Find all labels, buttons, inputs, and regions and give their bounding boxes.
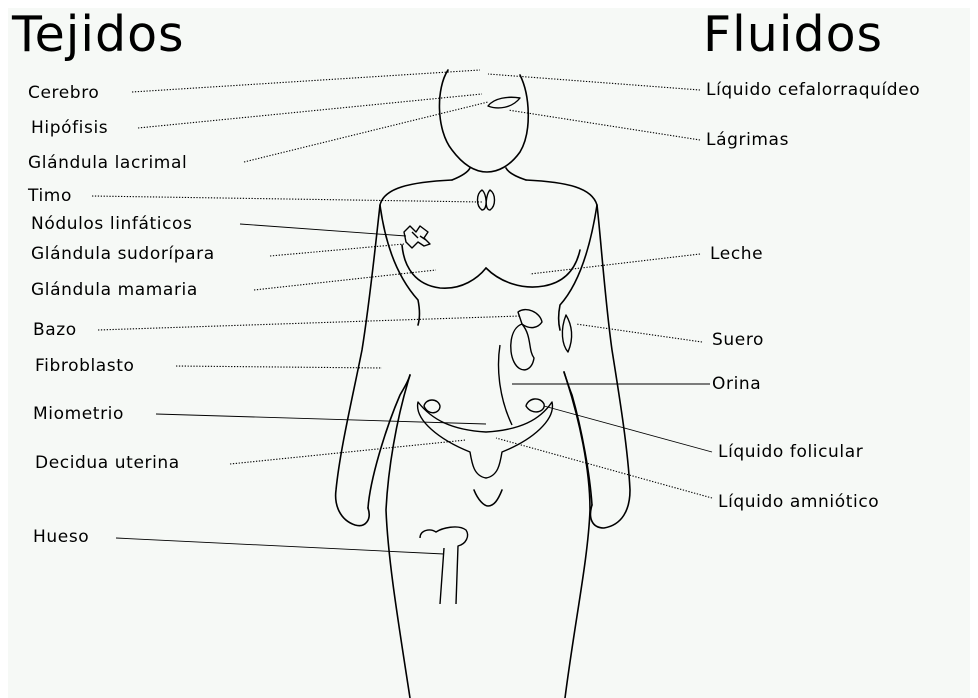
- vessel-shape: [562, 315, 571, 352]
- leader-cerebro: [132, 70, 480, 92]
- bone-shape: [420, 527, 468, 604]
- leader-liquido-folicular: [544, 406, 712, 452]
- fluid-label-liquido-cefalorraquideo: Líquido cefalorraquídeo: [706, 80, 920, 100]
- fluid-label-liquido-amniotico: Líquido amniótico: [718, 492, 879, 512]
- leader-bazo: [98, 316, 520, 330]
- tissue-label-fibroblasto: Fibroblasto: [35, 356, 135, 376]
- leader-hueso: [116, 538, 444, 554]
- fluid-label-lagrimas: Lágrimas: [706, 130, 789, 150]
- tissues-heading: Tejidos: [12, 10, 185, 59]
- spleen-shape: [518, 310, 542, 328]
- breast-line-left: [402, 245, 486, 288]
- lymph-nodes-shape: [404, 226, 430, 248]
- left-torso: [380, 205, 420, 325]
- fluid-label-liquido-folicular: Líquido folicular: [718, 442, 863, 462]
- eye-shape: [488, 97, 520, 108]
- tissue-label-glandula-lacrimal: Glándula lacrimal: [28, 153, 187, 173]
- tissue-label-bazo: Bazo: [33, 320, 77, 340]
- fluids-heading: Fluidos: [703, 10, 883, 59]
- fluid-label-suero: Suero: [712, 330, 764, 350]
- leader-liquido-cefalorraquideo: [488, 74, 700, 90]
- uterus-shape: [418, 402, 553, 478]
- ovary-right: [526, 399, 544, 412]
- ovary-left: [424, 400, 440, 413]
- tissue-label-cerebro: Cerebro: [28, 83, 99, 103]
- tissue-label-decidua-uterina: Decidua uterina: [35, 453, 180, 473]
- leader-decidua: [230, 440, 466, 464]
- tissue-label-nodulos-linfaticos: Nódulos linfáticos: [31, 214, 192, 234]
- head-outline: [439, 70, 528, 172]
- leader-liquido-amniotico: [496, 438, 712, 498]
- leader-fibroblasto: [176, 366, 382, 368]
- leader-suero: [576, 324, 702, 342]
- tissue-label-timo: Timo: [28, 186, 72, 206]
- tissue-label-hueso: Hueso: [33, 527, 89, 547]
- crotch-line: [474, 490, 502, 506]
- leader-sudoripara: [270, 244, 404, 256]
- fluid-label-orina: Orina: [712, 374, 761, 394]
- right-hip-leg: [564, 372, 590, 698]
- leader-leche: [530, 254, 700, 274]
- leader-lagrimas: [508, 110, 700, 140]
- ureter-line: [499, 345, 513, 425]
- neck-left: [452, 168, 470, 180]
- leader-hipofisis: [138, 94, 482, 128]
- right-arm-inner: [564, 372, 592, 505]
- body-right-side: [526, 180, 630, 528]
- leader-glandula-lacrimal: [244, 102, 488, 162]
- tissue-label-glandula-mamaria: Glándula mamaria: [31, 280, 198, 300]
- tissue-label-miometrio: Miometrio: [33, 404, 124, 424]
- fluid-label-leche: Leche: [710, 244, 763, 264]
- breast-line-right: [486, 250, 580, 287]
- tissue-label-glandula-sudoripara: Glándula sudorípara: [31, 244, 215, 264]
- neck-right: [506, 168, 526, 180]
- kidney-shape: [511, 324, 534, 370]
- leader-nodulos: [240, 224, 406, 236]
- tissue-label-hipofisis: Hipófisis: [31, 118, 108, 138]
- leader-timo: [92, 196, 482, 202]
- right-torso: [559, 205, 598, 330]
- thymus-shape: [478, 190, 495, 210]
